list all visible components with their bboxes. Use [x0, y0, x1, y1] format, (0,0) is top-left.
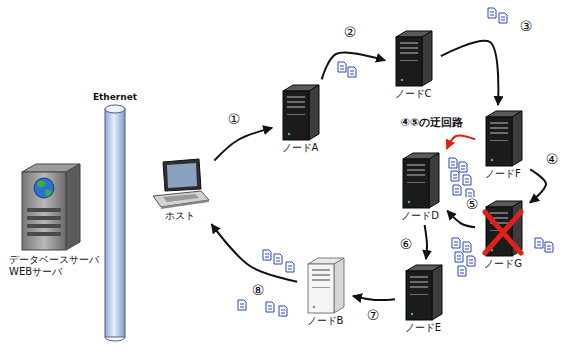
detour-arrow	[447, 136, 475, 149]
packet-icon	[545, 242, 553, 252]
step-number: ①	[227, 112, 242, 127]
packet-icon	[499, 13, 507, 23]
server-node: ノードE	[398, 262, 448, 334]
host-laptop: ホスト	[148, 158, 212, 222]
device-icon	[388, 28, 438, 88]
step-number: ③	[519, 19, 534, 34]
packet-icon	[455, 252, 463, 262]
failed-node: ノードG	[478, 198, 528, 270]
packet-icon	[263, 250, 271, 260]
packet-icon	[467, 256, 475, 266]
server-node: ノードC	[388, 28, 438, 100]
ethernet-bus: Ethernet	[88, 92, 142, 343]
packet-icon	[452, 238, 460, 248]
device-icon	[478, 198, 528, 258]
node-label: ノードC	[394, 88, 433, 100]
node-label: ノードD	[400, 210, 440, 222]
flow-arrow	[530, 169, 546, 202]
packet-icon	[463, 175, 471, 185]
packet-icon	[453, 185, 461, 195]
step-number: ⑥	[399, 237, 414, 252]
node-label: Ethernet	[92, 92, 138, 103]
node-label: ノードE	[404, 322, 442, 334]
flow-arrow	[214, 128, 272, 161]
device-icon	[395, 150, 445, 210]
server-node: ノードB	[300, 255, 350, 327]
packet-icon	[348, 67, 356, 77]
flow-arrow	[447, 211, 475, 228]
server-icon: データベースサーバ WEBサーバ	[4, 160, 108, 278]
packet-icon	[535, 238, 543, 248]
flow-arrow	[353, 296, 395, 300]
step-number: ⑦	[366, 308, 381, 323]
packet-icon	[451, 171, 459, 181]
node-label: ノードB	[306, 315, 345, 327]
device-icon	[275, 82, 325, 142]
flow-arrow	[322, 53, 385, 80]
packet-icon	[286, 262, 294, 272]
detour-label: ④⑤の迂回路	[400, 117, 465, 129]
server-node: ノードF	[478, 108, 528, 180]
bus-cylinder	[103, 103, 127, 343]
packet-icon	[279, 306, 287, 316]
packet-icon	[488, 8, 496, 18]
device-icon	[149, 158, 211, 210]
step-number: ⑤	[465, 197, 480, 212]
node-label: ノードG	[483, 258, 523, 270]
node-label: ノードA	[281, 142, 320, 154]
flow-arrow	[425, 225, 427, 259]
step-number: ②	[343, 25, 358, 40]
packet-icon	[449, 158, 457, 168]
server-node: ノードD	[395, 150, 445, 222]
packet-icon	[274, 254, 282, 264]
packet-icon	[238, 300, 246, 310]
device-icon	[300, 255, 350, 315]
device-icon	[4, 160, 104, 254]
device-icon	[398, 262, 448, 322]
packet-icon	[266, 302, 274, 312]
node-label: ノードF	[484, 168, 522, 180]
step-number: ④	[545, 152, 560, 167]
packet-icon	[463, 242, 471, 252]
step-number: ⑧	[251, 283, 266, 298]
device-icon	[478, 108, 528, 168]
packet-icon	[459, 162, 467, 172]
packet-icon	[338, 62, 346, 72]
server-node: ノードA	[275, 82, 325, 154]
flow-arrow	[441, 41, 498, 105]
packet-icon	[458, 266, 466, 276]
node-label: ホスト	[164, 210, 196, 222]
flow-arrow	[212, 224, 298, 282]
node-label: データベースサーバ WEBサーバ	[8, 254, 108, 278]
